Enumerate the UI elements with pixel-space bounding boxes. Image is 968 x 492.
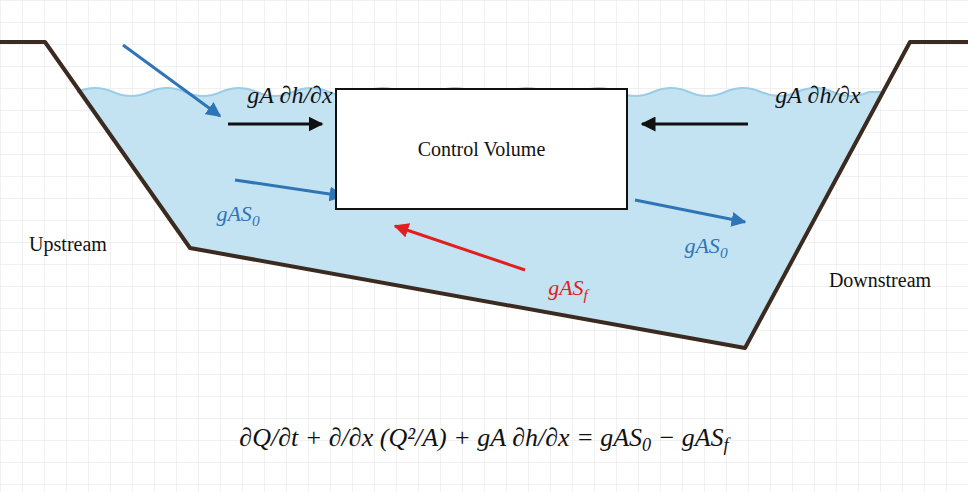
pressure-term: gA ∂h/∂x: [247, 82, 332, 109]
pressure-term: gA ∂h/∂x: [775, 82, 860, 109]
gravity-arrow: [635, 200, 745, 222]
gravity-arrow: [235, 180, 343, 196]
box-label: Control Volume: [418, 138, 546, 161]
pressure-arrow: [642, 123, 748, 126]
side-label: Downstream: [829, 269, 931, 292]
channel-bed: [0, 42, 968, 348]
side-label: Upstream: [29, 233, 107, 256]
control-volume-box: Control Volume: [335, 88, 628, 210]
friction-arrow: [395, 226, 525, 270]
momentum-equation: ∂Q/∂t + ∂/∂x (Q²/A) + gA ∂h/∂x = gAS0 − …: [239, 423, 728, 453]
gravity-term: gAS0: [216, 201, 259, 227]
pressure-arrow: [228, 123, 322, 126]
gravity-term: gAS0: [684, 233, 727, 259]
gravity-arrow: [123, 45, 220, 116]
friction-term: gASf: [548, 275, 588, 301]
